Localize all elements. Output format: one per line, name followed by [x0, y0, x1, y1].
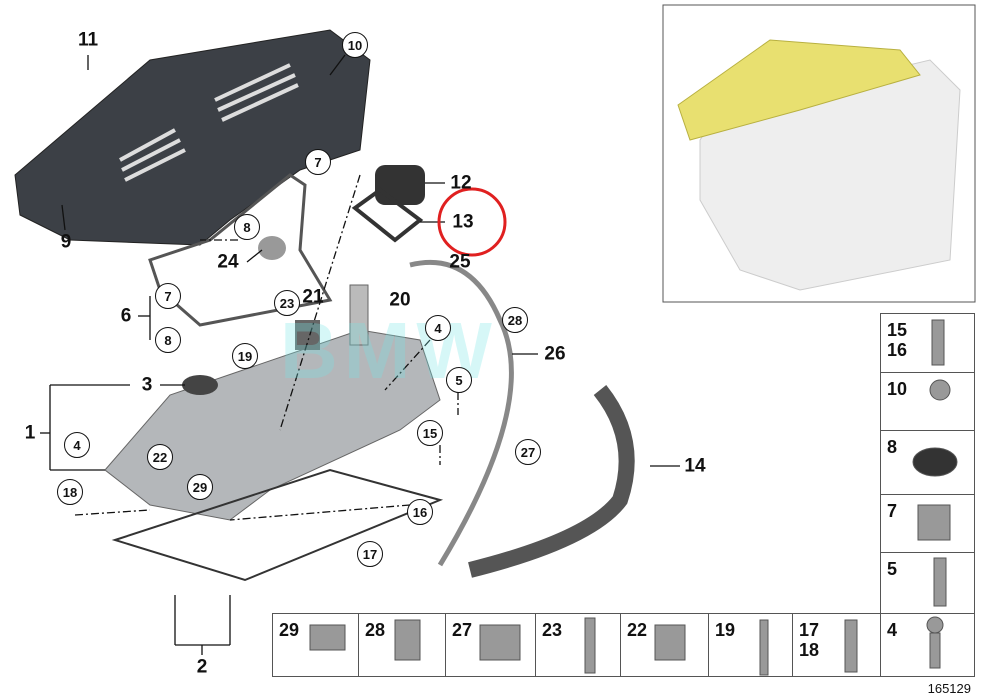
callout-21: 21: [302, 286, 324, 308]
engine-cover: [14, 29, 371, 246]
gasket-set: [111, 468, 444, 582]
callout-circle-18: 18: [57, 479, 83, 505]
part-label: 15 16: [887, 320, 908, 360]
part-cell-10: 10: [880, 372, 975, 431]
callout-3: 3: [141, 374, 153, 396]
part-cell-7: 7: [880, 494, 975, 553]
engine-cover-highlight: [677, 39, 921, 141]
part-cell-22: 22: [620, 613, 709, 677]
callout-14: 14: [684, 455, 706, 477]
callout-circle-29: 29: [187, 474, 213, 500]
sensor-21: [295, 320, 320, 350]
callout-20: 20: [389, 289, 411, 311]
valve-cover: [104, 329, 441, 521]
part-cell-4: 4: [880, 613, 975, 677]
part-cell-27: 27: [445, 613, 536, 677]
hose-26: [409, 259, 514, 567]
callout-circle-22: 22: [147, 444, 173, 470]
cover-ribs: [119, 63, 299, 182]
callout-1: 1: [24, 422, 36, 444]
part-label: 28: [365, 620, 386, 640]
part-label: 10: [887, 379, 908, 399]
callout-2: 2: [196, 656, 208, 678]
part-cell-29: 29: [272, 613, 359, 677]
highlight-circle: [437, 187, 507, 257]
callout-circle-19: 19: [232, 343, 258, 369]
part-cell-8: 8: [880, 430, 975, 495]
part-label: 22: [627, 620, 648, 640]
part-label: 27: [452, 620, 473, 640]
part-label: 29: [279, 620, 300, 640]
callout-circle-7: 7: [305, 149, 331, 175]
part-label: 4: [887, 620, 898, 640]
part-label: 8: [887, 437, 898, 457]
part-label: 5: [887, 559, 898, 579]
leader-lines: [40, 54, 680, 655]
callout-circle-15: 15: [417, 420, 443, 446]
part-cell-23: 23: [535, 613, 621, 677]
part-cell-19: 19: [708, 613, 793, 677]
part-label: 23: [542, 620, 563, 640]
callout-6: 6: [120, 305, 132, 327]
callout-circle-23: 23: [274, 290, 300, 316]
callout-11: 11: [77, 29, 99, 51]
plug-24: [258, 236, 286, 260]
callout-circle-4: 4: [425, 315, 451, 341]
part-label: 17 18: [799, 620, 820, 660]
small-part-glyphs: [309, 319, 958, 676]
callout-9: 9: [60, 231, 72, 253]
part-label: 7: [887, 501, 898, 521]
callout-25: 25: [449, 251, 471, 273]
callout-24: 24: [217, 251, 239, 273]
callout-circle-8b: 8: [155, 327, 181, 353]
oil-cap: [375, 165, 425, 205]
callout-13[interactable]: 13: [452, 211, 474, 233]
part-cell-17-18: 17 18: [792, 613, 881, 677]
diagram-number: 165129: [927, 681, 971, 696]
callout-circle-27: 27: [515, 439, 541, 465]
hose-14: [468, 385, 635, 578]
callout-circle-5: 5: [446, 367, 472, 393]
part-cell-15-16: 15 16: [880, 313, 975, 373]
seal-ring-3: [182, 375, 218, 395]
callout-26: 26: [544, 343, 566, 365]
callout-circle-4b: 4: [64, 432, 90, 458]
callout-circle-28: 28: [502, 307, 528, 333]
callout-circle-10: 10: [342, 32, 368, 58]
callout-circle-8: 8: [234, 214, 260, 240]
callout-circle-17: 17: [357, 541, 383, 567]
part-cell-28: 28: [358, 613, 446, 677]
callout-circle-7b: 7: [155, 283, 181, 309]
part-cell-5: 5: [880, 552, 975, 614]
part-label: 19: [715, 620, 736, 640]
cap-seal: [351, 187, 424, 243]
callout-circle-16: 16: [407, 499, 433, 525]
tube-20: [349, 284, 369, 346]
callout-12: 12: [450, 172, 472, 194]
